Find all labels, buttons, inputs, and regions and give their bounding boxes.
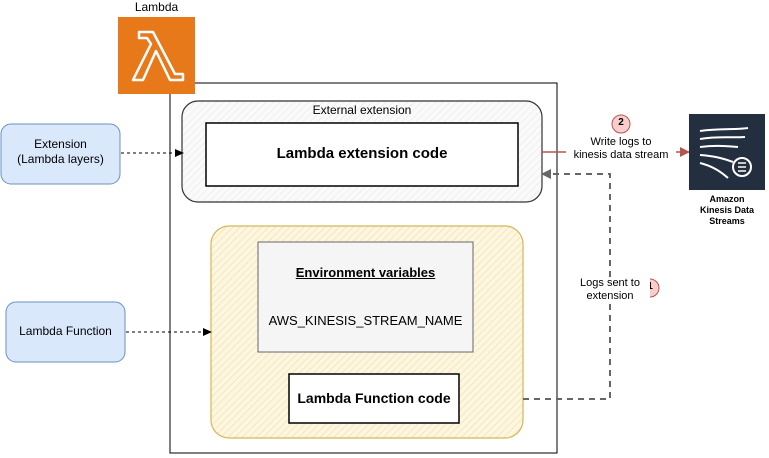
lambda-function-source-label: Lambda Function — [19, 324, 112, 338]
lambda-icon — [118, 17, 195, 94]
write-logs-line1: Write logs to — [566, 136, 676, 149]
step-1-number: 1 — [647, 281, 653, 292]
function-code-label: Lambda Function code — [297, 390, 451, 406]
logs-sent-line1: Logs sent to — [570, 277, 650, 290]
environment-variables-title: Environment variables — [295, 265, 436, 280]
kinesis-label-line2: Kinesis Data — [699, 205, 755, 215]
logs-sent-line2: extension — [570, 290, 650, 303]
extension-layers-line2: (Lambda layers) — [17, 152, 104, 166]
lambda-service-label: Lambda — [134, 0, 179, 14]
extension-layers-box — [0, 123, 121, 185]
extension-layers-line1: Extension — [34, 137, 87, 151]
step-2-number: 2 — [618, 117, 624, 128]
kinesis-data-streams-icon — [689, 114, 765, 190]
environment-variables-box — [257, 241, 474, 353]
kinesis-label-line1: Amazon — [709, 194, 745, 204]
external-extension-label: External extension — [312, 103, 412, 117]
extension-code-box — [205, 122, 519, 187]
step-2-badge — [611, 114, 631, 134]
kinesis-label-line3: Streams — [709, 216, 745, 226]
environment-variable-value: AWS_KINESIS_STREAM_NAME — [268, 313, 463, 328]
write-logs-line2: kinesis data stream — [566, 149, 676, 162]
lambda-function-source-box — [5, 301, 126, 363]
extension-code-label: Lambda extension code — [276, 145, 448, 162]
function-code-box — [288, 373, 460, 424]
